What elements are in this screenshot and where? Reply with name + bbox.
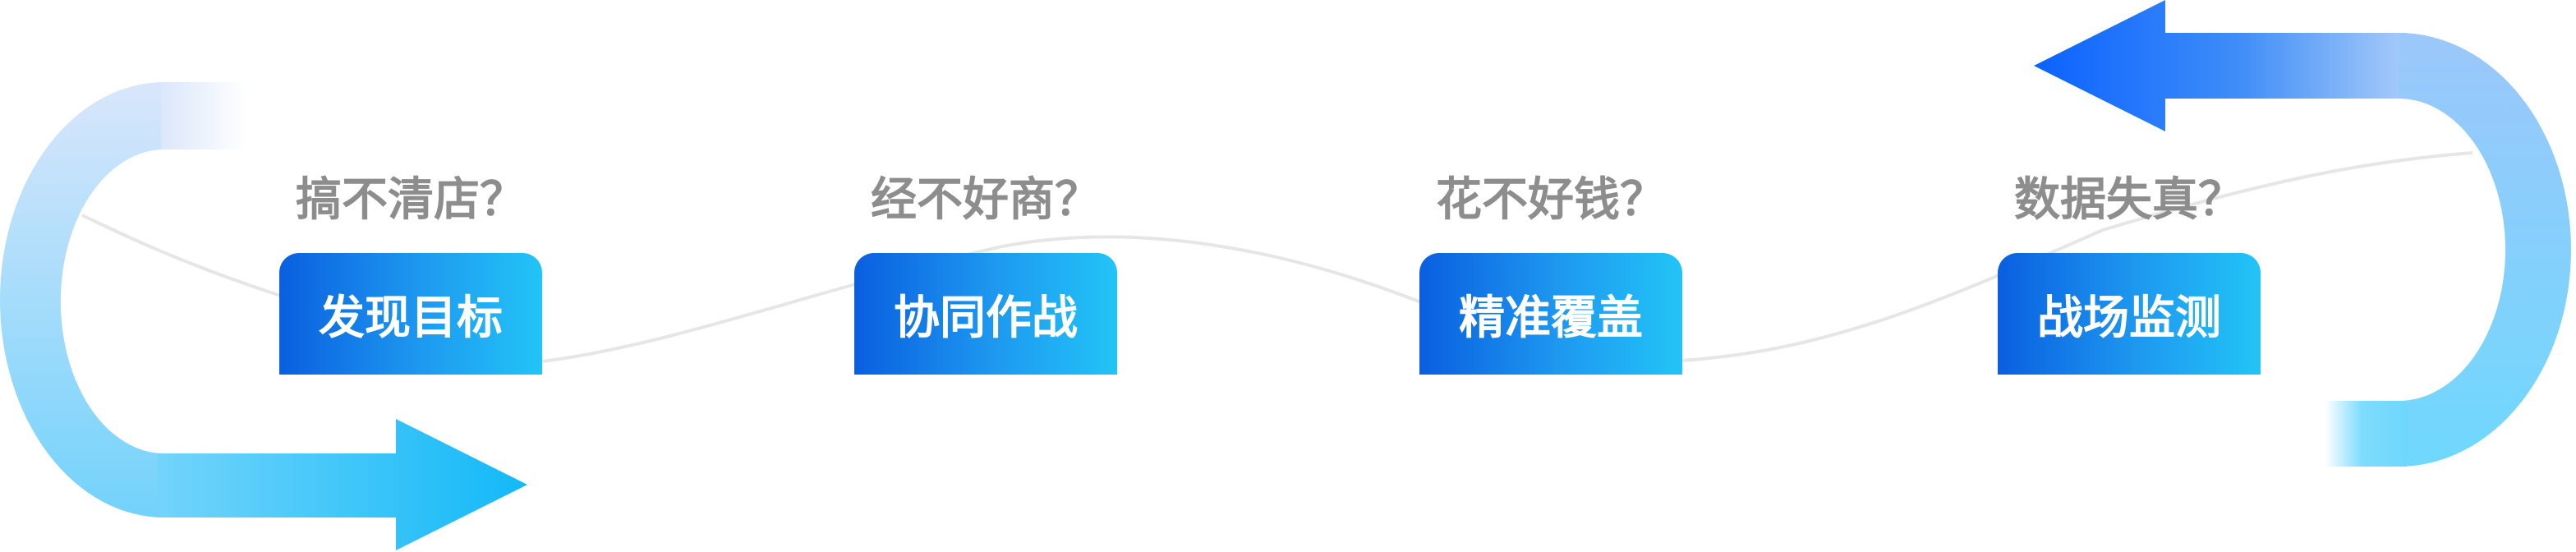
stage-question: 经不好商？: [871, 173, 1101, 227]
stage-box: 发现目标: [279, 253, 542, 375]
stage-box: 协同作战: [854, 253, 1117, 375]
left-band-fade: [161, 82, 246, 150]
right-band-tail: [2325, 401, 2407, 467]
stage-label: 精准覆盖: [1459, 291, 1643, 345]
stage-question: 搞不清店？: [296, 173, 526, 227]
right-return-band: [2399, 33, 2571, 467]
stage-label: 协同作战: [894, 291, 1078, 345]
stage-box: 精准覆盖: [1419, 253, 1682, 375]
stage-box: 战场监测: [1998, 253, 2261, 375]
stage-question: 花不好钱？: [1436, 173, 1666, 227]
stage-question: 数据失真？: [2014, 173, 2244, 227]
stage-label: 发现目标: [319, 291, 503, 345]
right-back-arrow: [2034, 0, 2407, 131]
left-forward-arrow: [158, 419, 527, 550]
stage-label: 战场监测: [2037, 291, 2221, 345]
left-return-band: [0, 82, 245, 518]
